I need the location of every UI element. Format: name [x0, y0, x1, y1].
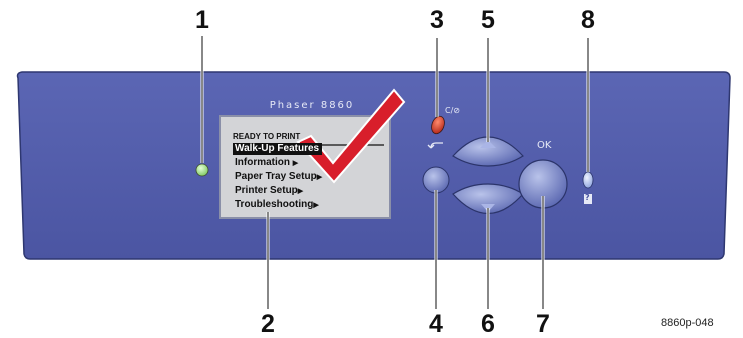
- lcd-menu-item: Paper Tray Setup▶: [235, 171, 323, 182]
- information-light: [582, 171, 594, 189]
- callout-6: 6: [481, 310, 495, 338]
- printer-model-label: Phaser 8860: [269, 100, 355, 111]
- figure-caption: 8860p-048: [661, 317, 714, 329]
- submenu-arrow-icon: ▶: [297, 188, 304, 195]
- callout-7: 7: [536, 310, 550, 338]
- down-arrow-button[interactable]: [452, 183, 524, 215]
- callout-4: 4: [429, 310, 443, 338]
- lcd-menu-item: Troubleshooting▶: [235, 199, 319, 210]
- ready-light: [195, 163, 209, 177]
- submenu-arrow-icon: ▶: [316, 174, 323, 181]
- cancel-icon: C/⊘: [445, 106, 460, 115]
- callout-1: 1: [195, 6, 209, 34]
- lcd-menu-item: Printer Setup▶: [235, 185, 304, 196]
- up-arrow-icon: [480, 140, 496, 148]
- submenu-arrow-icon: ▶: [292, 160, 299, 167]
- up-arrow-button[interactable]: [452, 136, 524, 167]
- callout-3: 3: [430, 6, 444, 34]
- callout-5: 5: [481, 6, 495, 34]
- lcd-menu-item-selected: Walk-Up Features: [233, 143, 323, 155]
- lcd-menu-item: Information ▶: [235, 157, 299, 168]
- callout-8: 8: [581, 6, 595, 34]
- submenu-arrow-icon: ▶: [313, 202, 319, 209]
- back-button[interactable]: [422, 166, 450, 194]
- help-label: ?: [585, 193, 590, 202]
- checkmark-icon: [296, 88, 406, 184]
- lcd-status-text: READY TO PRINT: [233, 132, 301, 141]
- help-icon-box: [584, 194, 592, 204]
- cancel-button[interactable]: [429, 114, 446, 135]
- callout-2: 2: [261, 310, 275, 338]
- ok-label: OK: [537, 140, 552, 151]
- back-arrow-icon: [427, 142, 443, 149]
